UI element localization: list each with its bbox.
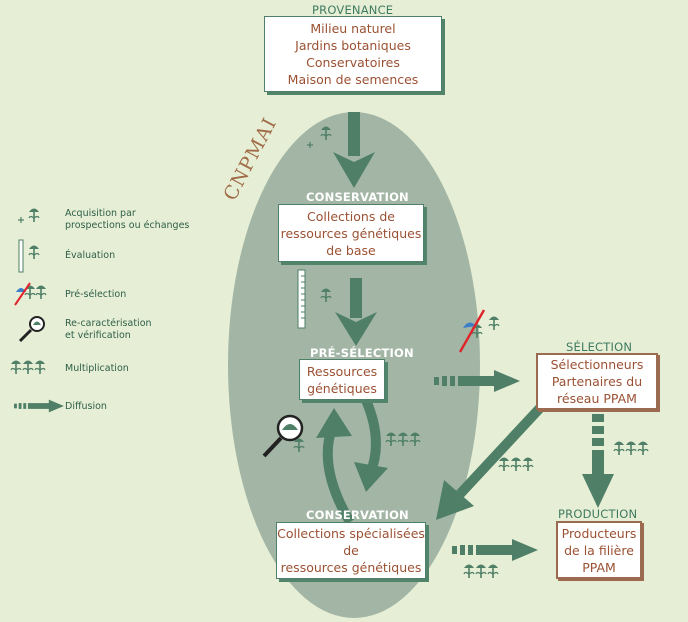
diffusion-arrow-icon [14,399,64,413]
multiplication-flow-icon [464,565,498,579]
provenance-box: Milieu naturel Jardins botaniques Conser… [264,16,442,92]
legend-diffusion: Diffusion [65,401,107,413]
legend-evaluation: Évaluation [65,250,115,262]
selection-line: Partenaires du [551,374,643,389]
production-line: PPAM [582,559,616,575]
conservation-base-line: Collections de [307,208,395,224]
multiplication-icon [11,361,45,375]
conservation-specialisee-label: CONSERVATION [306,508,409,522]
conservation-base-line: ressources génétiques [280,225,422,241]
arrow-preselection-to-specialisee [354,395,388,492]
conservation-specialisee-line: Collections spécialisées [277,526,425,541]
legend-text-line: Évaluation [65,250,116,261]
selection-label: SÉLECTION [566,340,633,354]
conservation-base-line: de base [326,242,376,258]
preselection-flow-icon [458,309,500,353]
arrow-selection-to-production [582,414,614,508]
multiplication-flow-icon [386,433,420,447]
magnifier-flow-icon [262,414,305,458]
multiplication-flow-icon [499,458,533,472]
legend-text-line: Re-caractérisation [65,318,152,329]
arrow-selection-to-specialisee [436,404,544,520]
legend-multiplication: Multiplication [65,363,129,375]
legend-recaracterisation: Re-caractérisation et vérification [65,318,152,342]
legend-preselection: Pré-sélection [65,289,126,301]
provenance-line: Conservatoires [306,55,400,70]
selection-box: Sélectionneurs Partenaires du réseau PPA… [536,353,658,410]
arrow-specialisee-to-preselection [316,408,355,525]
provenance-line: Jardins botaniques [295,38,411,53]
selection-line: Sélectionneurs [550,357,644,372]
arrow-provenance-to-conservation [333,112,375,188]
conservation-base-box: Collections de ressources génétiques de … [278,204,424,262]
preselection-icon [14,282,47,306]
production-label: PRODUCTION [558,507,638,521]
legend-text-line: Pré-sélection [65,289,127,300]
provenance-line: Milieu naturel [310,21,396,36]
preselection-line: Ressources [306,363,378,379]
acquisition-icon [18,207,40,223]
production-line: de la filière [564,542,634,558]
conservation-specialisee-box: Collections spécialisées de ressources g… [276,522,426,579]
evaluation-flow-icon [297,269,332,329]
provenance-line: Maison de semences [287,72,419,87]
selection-line: réseau PPAM [557,391,637,406]
acquisition-flow-icon [307,125,332,148]
conservation-specialisee-line: ressources génétiques [280,560,422,575]
multiplication-flow-icon [614,442,648,456]
arrow-conservation-to-preselection [335,278,377,346]
legend-text-line: Diffusion [65,401,107,412]
production-box: Producteurs de la filière PPAM [556,521,642,579]
conservation-base-label: CONSERVATION [306,190,409,204]
diffusion-arrow-to-production [452,539,538,561]
production-line: Producteurs [561,525,637,541]
provenance-label: PROVENANCE [312,3,394,17]
legend-text-line: prospections ou échanges [65,220,190,231]
preselection-box: Ressources génétiques [299,359,385,400]
legend-text-line: et vérification [65,330,131,341]
diffusion-arrow-to-selection [434,370,520,392]
legend-acquisition: Acquisition par prospections ou échanges [65,208,189,232]
conservation-specialisee-line: de [343,543,359,558]
legend-text-line: Acquisition par [65,208,136,219]
preselection-label: PRÉ-SÉLECTION [310,346,414,360]
preselection-line: génétiques [307,380,377,396]
legend-text-line: Multiplication [65,363,129,374]
evaluation-icon [18,239,40,273]
magnifier-icon [18,316,45,343]
